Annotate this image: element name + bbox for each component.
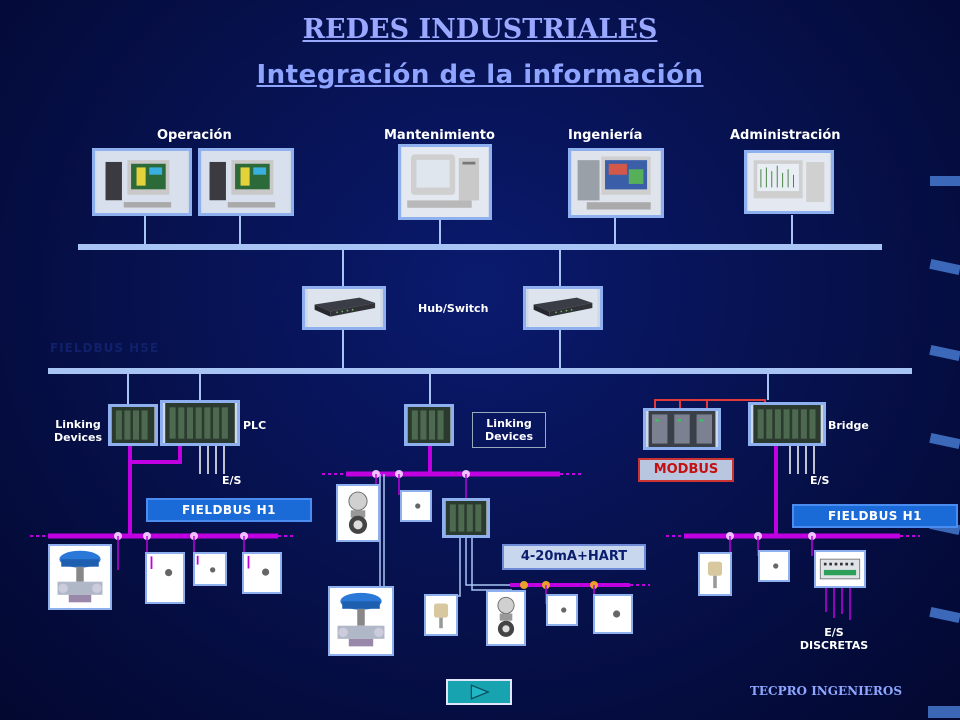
rack-icon — [753, 405, 821, 443]
hart-label: 4-20mA+HART — [502, 544, 646, 570]
es-left-label: E/S — [222, 474, 242, 487]
sensor-icon — [196, 555, 216, 573]
modbus-devices — [643, 408, 721, 450]
rack-icon — [111, 407, 155, 443]
side-mark — [929, 606, 960, 624]
bridge — [748, 402, 826, 446]
es-discretas-line1: E/S — [824, 626, 844, 639]
pressure-transmitter — [336, 484, 380, 542]
linking-label-line1: Linking — [486, 417, 532, 430]
office-bus — [78, 244, 882, 250]
io-module-middle — [442, 498, 490, 538]
bridge-label: Bridge — [828, 419, 869, 432]
field-sensor — [546, 594, 578, 626]
control-valve-middle — [328, 586, 394, 656]
next-slide-button[interactable] — [446, 679, 512, 705]
field-transmitter — [593, 594, 633, 634]
linking-label-line2: Devices — [53, 431, 103, 444]
controller-icon — [648, 411, 716, 447]
plc-label: PLC — [243, 419, 267, 432]
computer-icon — [748, 153, 830, 211]
temperature-transmitter — [698, 552, 732, 596]
io-icon — [819, 558, 861, 580]
workstation-ingenieria — [568, 148, 664, 218]
workstation-operacion-2 — [198, 148, 294, 216]
switch-icon — [528, 289, 598, 327]
dept-mantenimiento: Mantenimiento — [384, 128, 495, 143]
valve-icon — [57, 550, 103, 603]
hub-switch-1 — [302, 286, 386, 330]
side-mark — [930, 176, 960, 186]
fieldbus-hse-label: FIELDBUS HSE — [50, 341, 160, 355]
control-valve-left — [48, 544, 112, 610]
rack-icon — [445, 501, 487, 535]
transmitter-icon — [150, 556, 173, 577]
hub-switch-label: Hub/Switch — [418, 302, 489, 315]
transmitter-icon — [613, 610, 621, 618]
temperature-transmitter — [424, 594, 458, 636]
plc — [160, 400, 240, 446]
switch-icon — [307, 289, 381, 327]
field-sensor — [193, 552, 227, 586]
linking-devices-left-label: Linking Devices — [50, 418, 106, 444]
fieldbus-h1-left-label: FIELDBUS H1 — [146, 498, 312, 522]
field-sensor — [400, 490, 432, 522]
valve-icon — [337, 592, 385, 647]
side-mark — [929, 432, 960, 450]
transmitter-icon — [348, 491, 368, 534]
side-mark — [928, 706, 960, 718]
sensor-icon — [773, 563, 779, 569]
linking-label-line2: Devices — [484, 430, 534, 443]
field-sensor — [758, 550, 790, 582]
es-right-label: E/S — [810, 474, 830, 487]
computer-icon — [96, 151, 188, 213]
transmitter-icon — [247, 555, 270, 576]
dept-ingenieria: Ingeniería — [568, 128, 643, 143]
sensor-icon — [561, 607, 567, 613]
footer-company: TECPRO INGENIEROS — [749, 684, 902, 698]
field-transmitter — [242, 552, 282, 594]
computer-icon — [401, 147, 489, 217]
rack-icon — [165, 403, 235, 443]
dept-administracion: Administración — [730, 128, 841, 143]
workstation-operacion-1 — [92, 148, 192, 216]
field-transmitter — [145, 552, 185, 604]
fieldbus-h1-right-label: FIELDBUS H1 — [792, 504, 958, 528]
play-next-icon — [470, 684, 491, 700]
rack-icon — [407, 407, 451, 443]
sensor-icon — [415, 503, 421, 509]
dept-operacion: Operación — [157, 128, 232, 143]
workstation-mantenimiento — [398, 144, 492, 220]
computer-icon — [572, 151, 660, 215]
page-subtitle: Integración de la información — [256, 60, 704, 90]
es-discretas-line2: DISCRETAS — [799, 639, 869, 652]
modbus-label: MODBUS — [638, 458, 734, 482]
es-discretas-label: E/S DISCRETAS — [792, 626, 876, 652]
side-mark — [929, 344, 960, 362]
page-title: REDES INDUSTRIALES — [302, 14, 658, 45]
fieldbus-hse-bus — [48, 368, 912, 374]
pressure-transmitter — [486, 590, 526, 646]
workstation-administracion — [744, 150, 834, 214]
transmitter-icon — [497, 596, 515, 637]
hub-switch-2 — [523, 286, 603, 330]
linking-label-line1: Linking — [55, 418, 101, 431]
computer-icon — [202, 151, 290, 213]
linking-device-middle — [404, 404, 454, 446]
discrete-io-module — [814, 550, 866, 588]
transmitter-icon — [433, 603, 449, 629]
linking-devices-middle-label: Linking Devices — [472, 412, 546, 448]
side-mark — [929, 258, 960, 276]
transmitter-icon — [707, 561, 723, 589]
linking-device-left — [108, 404, 158, 446]
